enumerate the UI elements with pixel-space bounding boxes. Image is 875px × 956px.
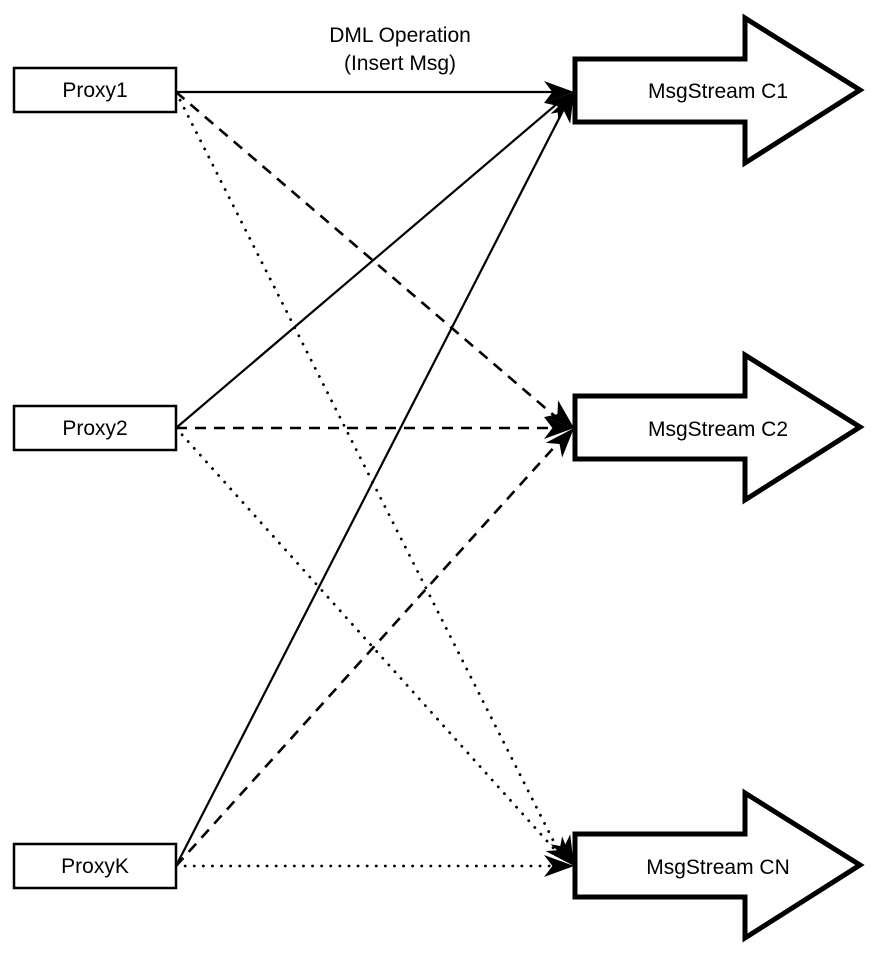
arrowhead-head-c2-a [544, 417, 574, 439]
streams-layer: MsgStream C1 MsgStream C2 MsgStream CN [572, 13, 865, 943]
proxy-node-proxyK[interactable]: ProxyK [12, 842, 178, 890]
stream-arrow-shape-msgstream_c2[interactable] [572, 350, 865, 505]
connection-proxy1-to-c2 [175, 91, 565, 425]
stream-arrow-shape-msgstream_c1[interactable] [572, 13, 865, 168]
arrowheads-layer [543, 81, 574, 877]
stream-node-msgstream_c2[interactable]: MsgStream C2 [572, 350, 865, 505]
stream-label-msgstream_c1: MsgStream C1 [648, 80, 788, 103]
stream-label-msgstream_cn: MsgStream CN [646, 856, 790, 879]
connection-proxyK-to-c1 [175, 100, 569, 867]
connection-proxyK-to-c2 [175, 433, 567, 867]
proxy-node-proxy2[interactable]: Proxy2 [12, 404, 178, 452]
connection-proxy2-to-cn [174, 426, 566, 862]
arrowhead-head-c1-b [543, 92, 574, 120]
stream-node-msgstream_cn[interactable]: MsgStream CN [572, 788, 865, 943]
arrowhead-head-cn-a [544, 855, 574, 877]
proxy-label-proxy2: Proxy2 [62, 417, 127, 440]
stream-node-msgstream_c1[interactable]: MsgStream C1 [572, 13, 865, 168]
dml-operation-label: DML Operation (Insert Msg) [329, 24, 471, 75]
connection-proxy1-to-cn [174, 90, 565, 862]
dml-operation-label-line1: DML Operation [329, 24, 471, 47]
arrowhead-head-cn-c [545, 836, 574, 866]
arrowhead-head-c2-b [543, 400, 574, 428]
stream-arrow-shape-msgstream_cn[interactable] [572, 788, 865, 943]
arrowhead-head-c1-c [550, 92, 574, 124]
arrowhead-head-c2-c [545, 428, 574, 458]
proxy-box-proxy1[interactable] [12, 66, 178, 114]
proxy-label-proxy1: Proxy1 [62, 79, 127, 102]
connections-layer [174, 90, 569, 868]
dml-operation-label-line2: (Insert Msg) [344, 52, 456, 75]
proxy-box-proxy2[interactable] [12, 404, 178, 452]
proxy-node-proxy1[interactable]: Proxy1 [12, 66, 178, 114]
stream-label-msgstream_c2: MsgStream C2 [648, 418, 788, 441]
connection-proxy2-to-c1 [175, 96, 566, 429]
arrowhead-head-c1-a [544, 81, 574, 103]
proxy-label-proxyK: ProxyK [61, 855, 129, 878]
proxy-box-proxyK[interactable] [12, 842, 178, 890]
